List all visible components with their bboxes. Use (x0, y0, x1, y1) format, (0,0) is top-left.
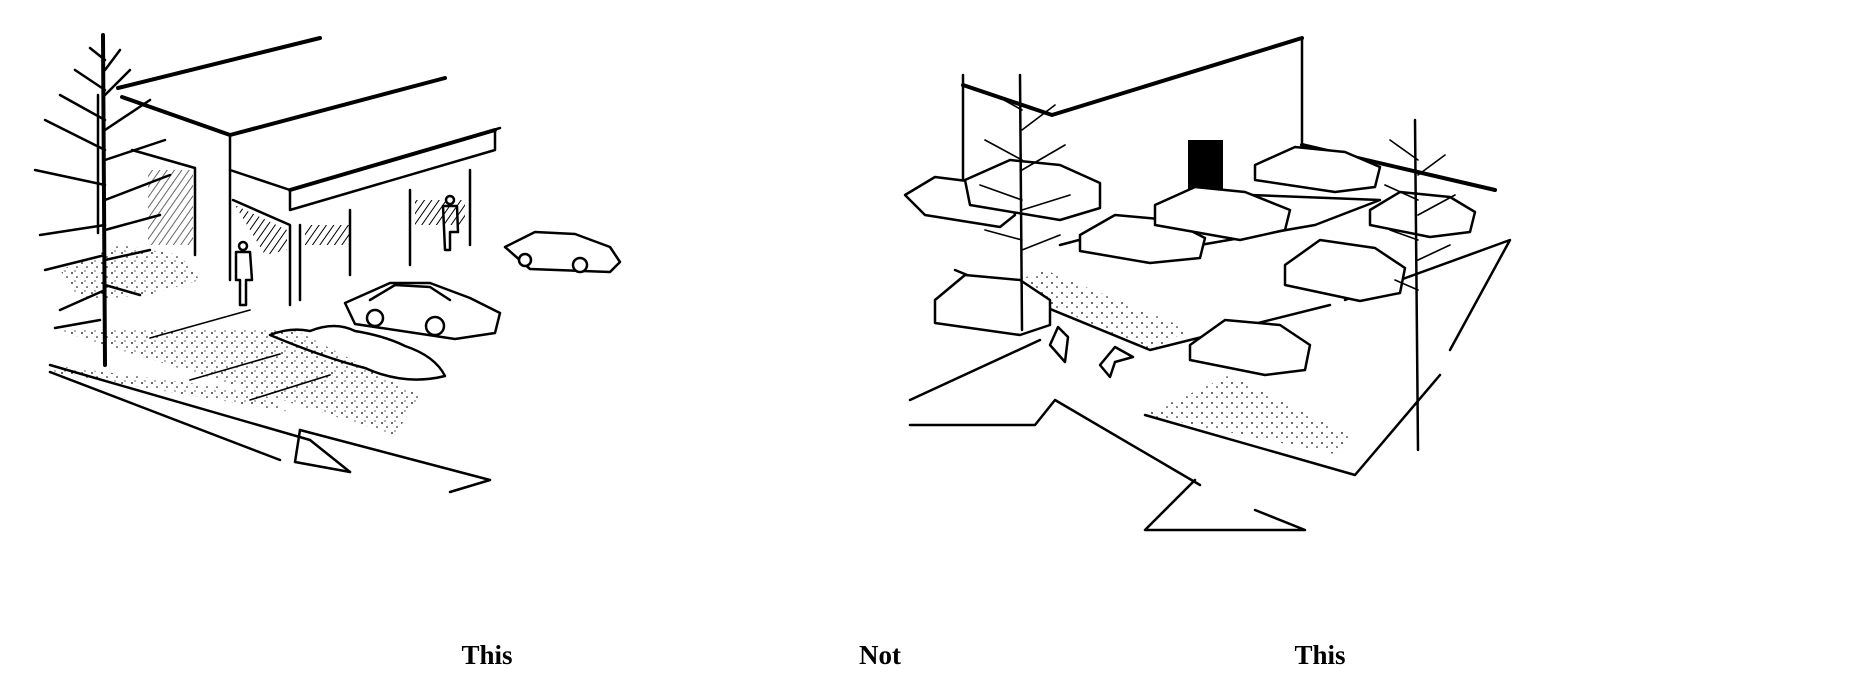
sidewalk (48, 309, 492, 494)
parking-lot-tree (979, 73, 1071, 332)
parked-cars (903, 145, 1477, 377)
parked-car (503, 230, 622, 274)
parked-car (343, 281, 502, 341)
driveway-and-street (908, 325, 1307, 532)
illustration-parking-lot-in-front (903, 36, 1512, 532)
landscape-strip (268, 324, 447, 381)
pedestrian-under-canopy (441, 194, 460, 252)
caption-this-left: This (461, 640, 513, 670)
illustration-building-near-street (33, 33, 622, 494)
building (96, 36, 502, 307)
street-tree (33, 33, 200, 367)
caption-not: Not (859, 640, 901, 670)
parking-lot-tree (1384, 118, 1456, 452)
caption-this-right: This (1294, 640, 1346, 670)
pedestrian (234, 240, 254, 307)
